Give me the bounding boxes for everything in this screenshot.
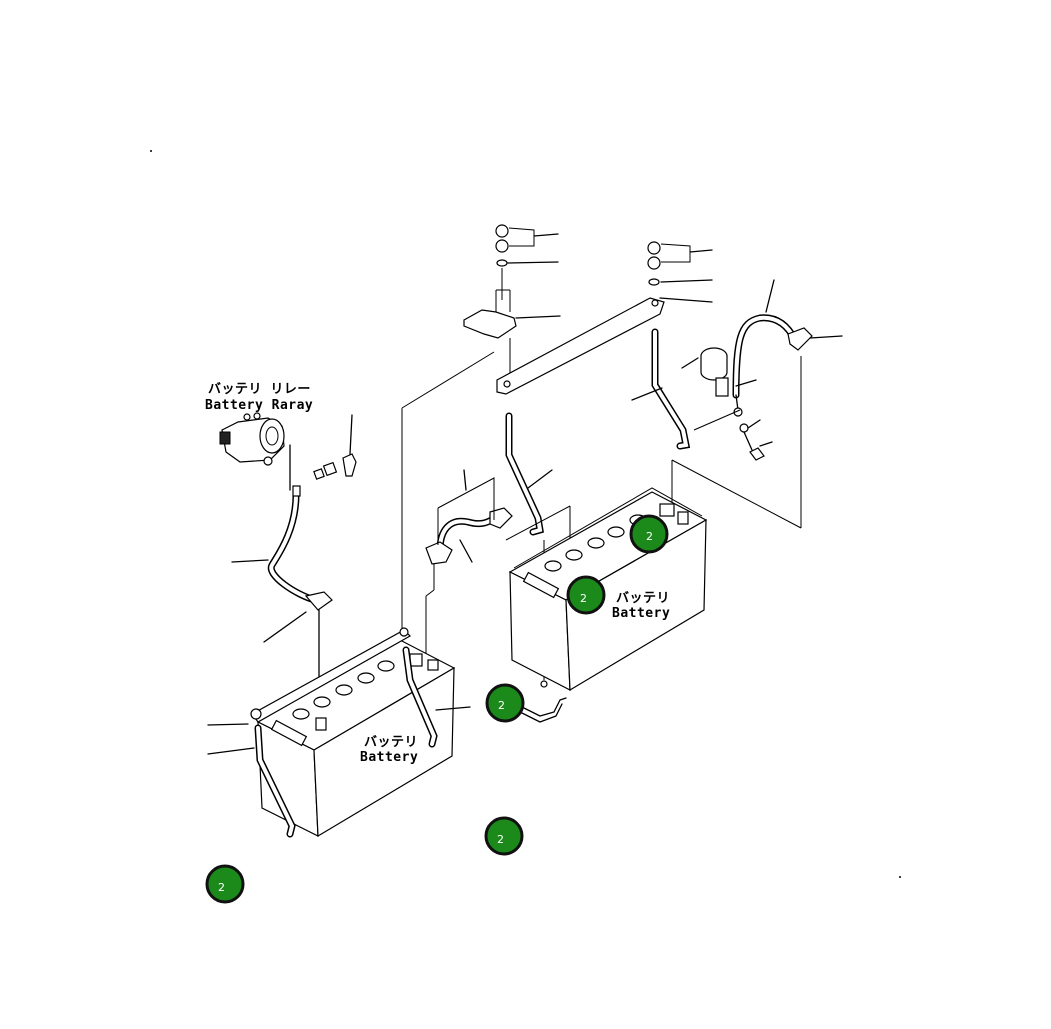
battery-relay: バッテリ リレー Battery Raray <box>205 382 313 491</box>
stray-dot <box>899 876 901 878</box>
bracket-cluster-right <box>647 241 713 286</box>
battery-left-label-jp: バッテリ <box>364 735 418 750</box>
marker-label: 2 <box>218 881 225 894</box>
middle-j-bolt <box>505 412 553 536</box>
relay-terminal-parts <box>313 414 357 480</box>
right-cable <box>681 279 843 461</box>
marker-label: 2 <box>580 592 587 605</box>
marker-badge[interactable]: 2 <box>566 575 606 615</box>
relay-label-en: Battery Raray <box>205 398 313 413</box>
left-hold-down <box>207 627 471 838</box>
marker-badge[interactable]: 2 <box>205 864 245 904</box>
marker-badge[interactable]: 2 <box>485 683 525 723</box>
marker-label: 2 <box>498 699 505 712</box>
marker-label: 2 <box>646 530 653 543</box>
relay-label-jp: バッテリ リレー <box>208 382 311 397</box>
marker-badge[interactable]: 2 <box>484 816 524 856</box>
battery-right-label-en: Battery <box>612 606 670 621</box>
battery-right-label-jp: バッテリ <box>616 591 670 606</box>
jumper-cable <box>425 469 513 597</box>
battery-left-label-en: Battery <box>360 750 418 765</box>
stray-dot <box>150 150 152 152</box>
bracket-cluster-top <box>463 224 561 380</box>
marker-badge[interactable]: 2 <box>629 514 669 554</box>
ground-strap <box>519 697 567 723</box>
right-j-bolt <box>631 328 691 450</box>
relay-to-battery-cable <box>231 485 333 721</box>
hold-down-bar <box>496 297 713 395</box>
marker-label: 2 <box>497 833 504 846</box>
battery-left: バッテリ Battery <box>256 639 456 838</box>
